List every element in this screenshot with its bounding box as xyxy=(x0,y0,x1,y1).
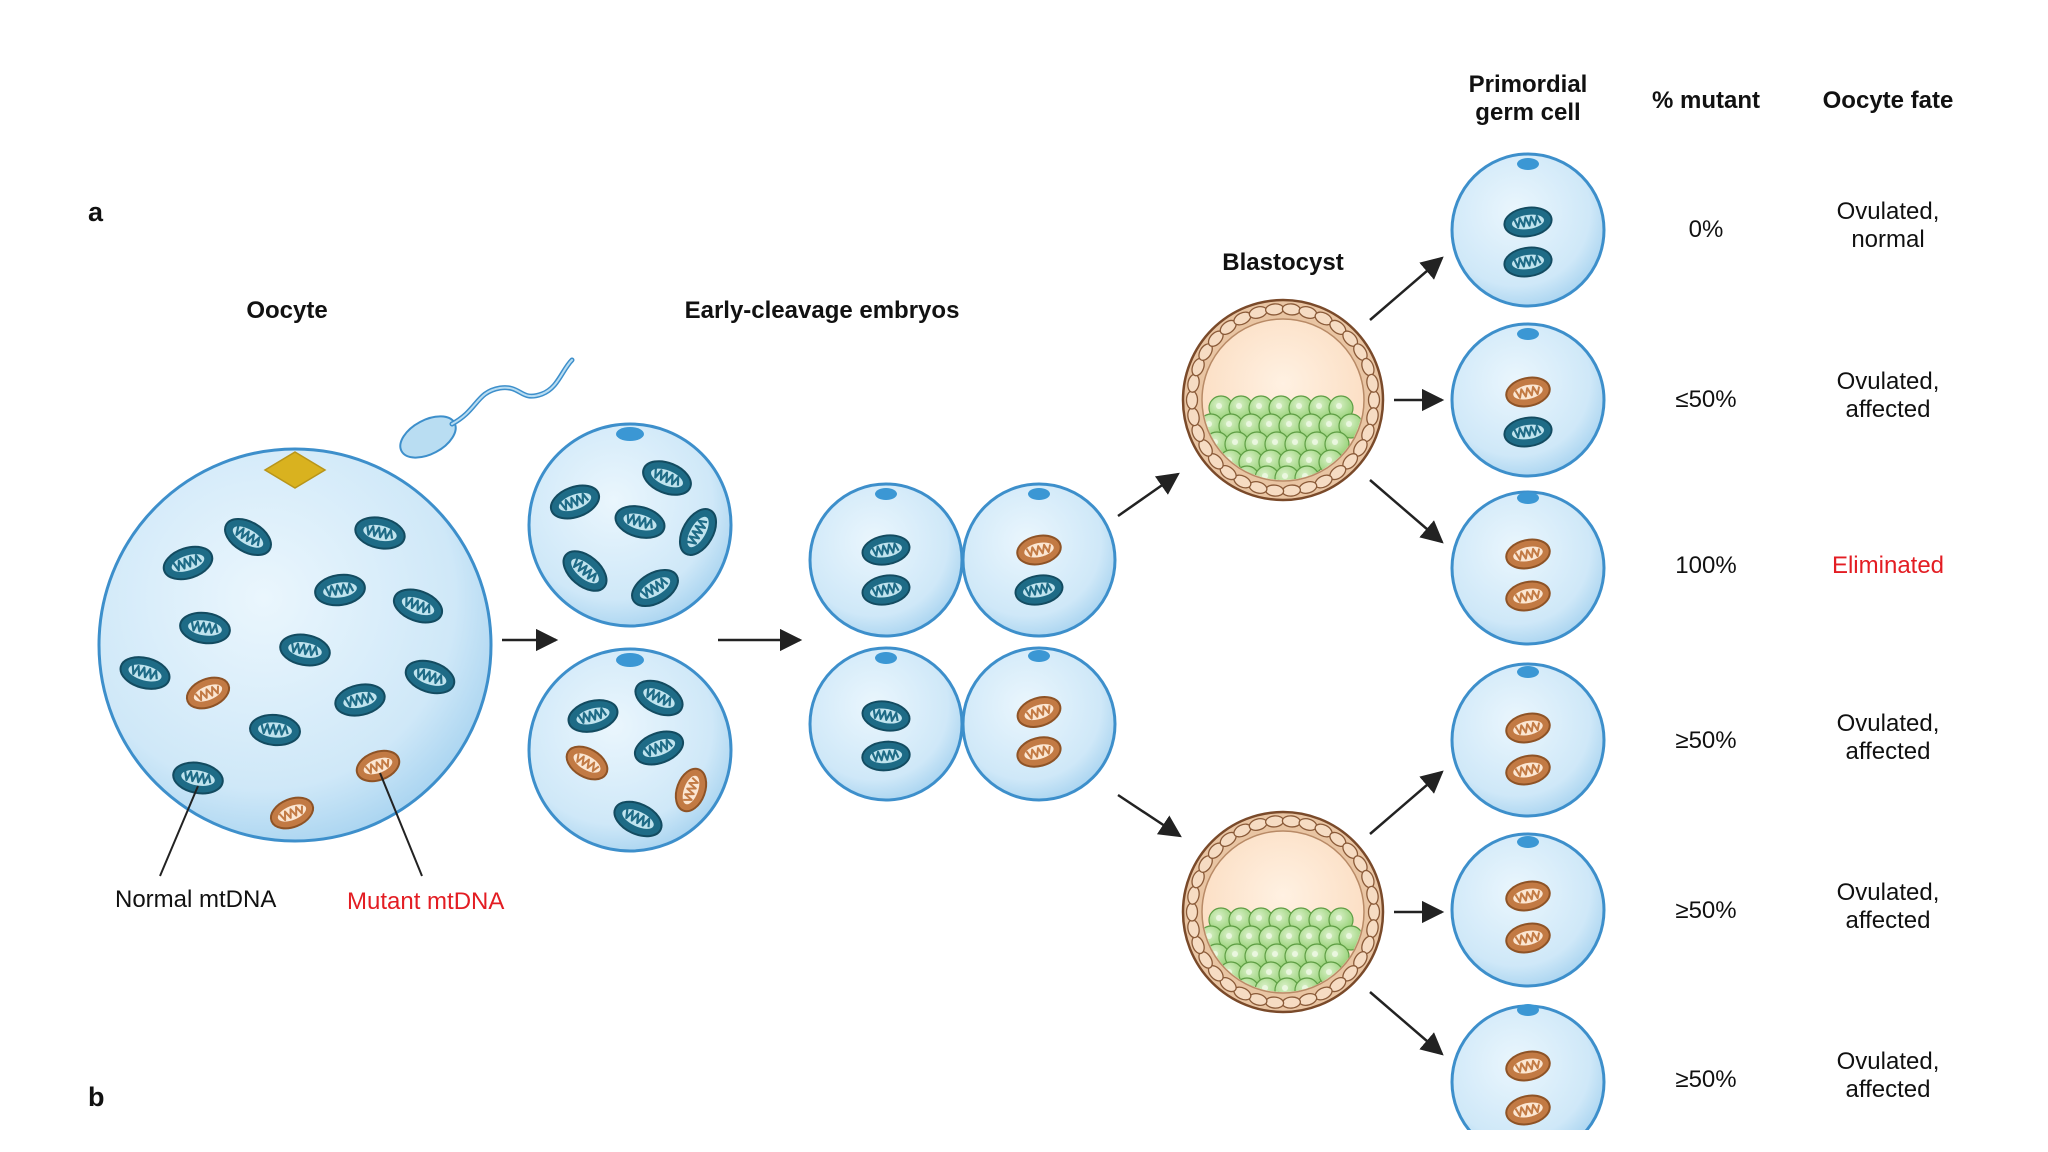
row-4-fate-line2: affected xyxy=(1845,738,1931,766)
oocyte-title: Oocyte xyxy=(246,297,328,324)
pgc-row-3 xyxy=(1450,490,1606,646)
row-5-fate-line2: affected xyxy=(1845,907,1931,935)
mutant-mtdna-pointer xyxy=(379,772,423,877)
four-cell-embryo xyxy=(808,482,1117,802)
arrow-icon xyxy=(1369,991,1444,1056)
row-4-percent: ≥50% xyxy=(1675,727,1737,754)
row-3-fate: Eliminated xyxy=(1831,552,1945,579)
row-1-fate-line2: normal xyxy=(1851,226,1925,254)
pgc-row-1 xyxy=(1450,152,1606,308)
row-6-percent: ≥50% xyxy=(1675,1066,1737,1093)
arrow-icon xyxy=(1369,256,1444,321)
sperm-icon xyxy=(399,357,575,459)
early-cleavage-title: Early-cleavage embryos xyxy=(684,297,960,324)
row-6-fate: Ovulated, affected xyxy=(1837,1048,1940,1105)
row-1-fate-line1: Ovulated, xyxy=(1836,198,1940,225)
row-5-fate-line1: Ovulated, xyxy=(1836,879,1940,906)
oocyte-fate-title: Oocyte fate xyxy=(1822,87,1954,114)
row-2-percent: ≤50% xyxy=(1675,386,1737,413)
percent-mutant-title: % mutant xyxy=(1652,87,1760,114)
two-cell-embryo xyxy=(527,422,733,853)
primordial-germ-cell-title: Primordial germ cell xyxy=(1469,71,1588,128)
row-5-percent: ≥50% xyxy=(1675,897,1737,924)
blastocyst-lower xyxy=(1181,810,1385,1014)
arrow-icon xyxy=(1369,770,1444,835)
normal-mtdna-pointer xyxy=(159,785,199,877)
primordial-title-line2: germ cell xyxy=(1475,99,1581,127)
arrow-icon xyxy=(1117,793,1182,838)
row-2-fate-line2: affected xyxy=(1845,396,1931,424)
row-3-percent: 100% xyxy=(1675,552,1737,579)
pgc-row-5 xyxy=(1450,832,1606,988)
row-2-fate-line1: Ovulated, xyxy=(1836,368,1940,395)
panel-label-b: b xyxy=(88,1082,105,1112)
pgc-row-4 xyxy=(1450,662,1606,818)
legend-normal-mtdna: Normal mtDNA xyxy=(115,886,277,913)
pgc-row-2 xyxy=(1450,322,1606,478)
row-6-fate-line1: Ovulated, xyxy=(1836,1048,1940,1075)
arrow-icon xyxy=(1369,479,1444,544)
legend-mutant-mtdna: Mutant mtDNA xyxy=(347,888,505,915)
polar-body-icon xyxy=(263,451,327,489)
row-1-percent: 0% xyxy=(1688,216,1724,243)
row-2-fate: Ovulated, affected xyxy=(1837,368,1940,425)
panel-label-a: a xyxy=(88,197,104,227)
row-4-fate-line1: Ovulated, xyxy=(1836,710,1940,737)
row-4-fate: Ovulated, affected xyxy=(1837,710,1940,767)
oocyte-cell xyxy=(97,447,493,843)
row-5-fate: Ovulated, affected xyxy=(1837,879,1940,936)
blastocyst-upper xyxy=(1181,298,1385,502)
primordial-title-line1: Primordial xyxy=(1468,71,1588,98)
row-6-fate-line2: affected xyxy=(1845,1076,1931,1104)
arrow-icon xyxy=(1117,472,1180,518)
row-1-fate: Ovulated, normal xyxy=(1837,198,1940,255)
blastocyst-title: Blastocyst xyxy=(1222,249,1344,276)
pgc-row-6 xyxy=(1450,1004,1606,1152)
